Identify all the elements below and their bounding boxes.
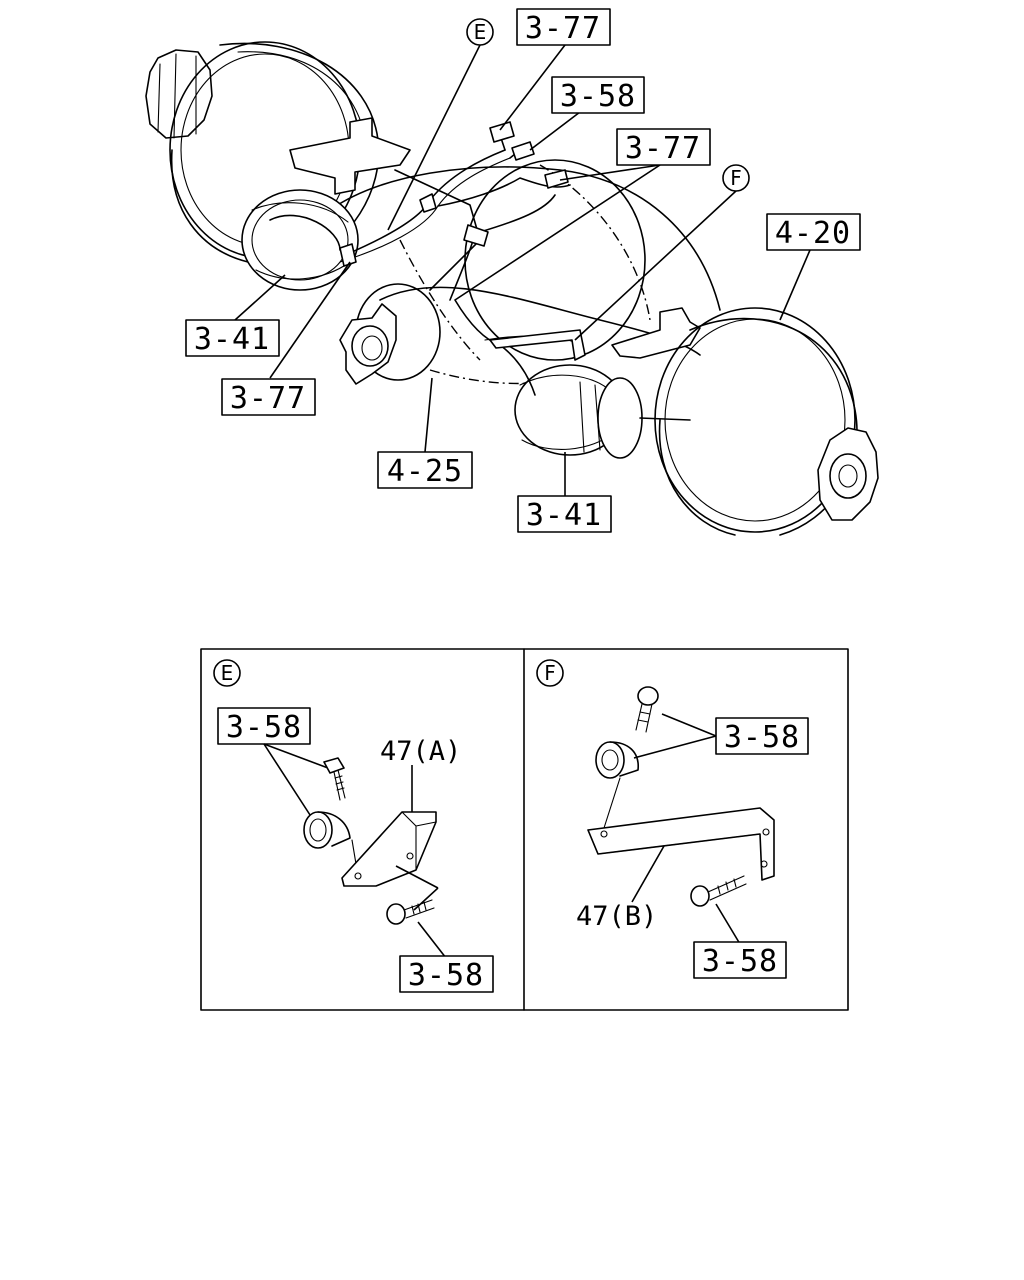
svg-text:3-58: 3-58 (226, 710, 302, 745)
right-wheel-hub (654, 307, 879, 536)
pinion-flange (339, 283, 441, 385)
callout-4-20: 4-20 (766, 213, 861, 251)
detail-e-clip (303, 811, 351, 849)
svg-text:3-77: 3-77 (625, 131, 701, 166)
detail-f-bolt-bottom (690, 875, 747, 907)
right-spring-pad (611, 307, 701, 359)
svg-text:E: E (474, 20, 487, 44)
svg-text:3-41: 3-41 (194, 322, 270, 357)
detail-e-callout-3-58-bottom: 3-58 (399, 955, 494, 993)
detail-f-bolt-top (635, 686, 659, 733)
main-leader-lines (234, 44, 811, 496)
svg-text:F: F (544, 661, 556, 685)
detail-f: F 3-58 47(B) (536, 659, 809, 979)
axle-assembly (145, 41, 879, 536)
left-spring-pad (289, 117, 411, 195)
callout-3-58-top: 3-58 (551, 76, 645, 114)
bracket-47a (341, 811, 437, 887)
svg-text:3-41: 3-41 (526, 498, 602, 533)
svg-text:3-58: 3-58 (702, 944, 778, 979)
detail-f-clip (595, 741, 639, 779)
bracket-47a-label: 47(A) (380, 736, 461, 767)
svg-text:3-77: 3-77 (230, 381, 306, 416)
detail-f-callout-3-58-bottom: 3-58 (693, 941, 787, 979)
axle-housing (329, 159, 721, 385)
marker-f-detail: F (536, 659, 564, 687)
svg-text:3-58: 3-58 (560, 79, 636, 114)
detail-e-bolt-bottom (386, 899, 435, 925)
wiring-harness (339, 121, 581, 396)
detail-e-callout-3-58-top: 3-58 (217, 707, 311, 745)
bracket-47b-label: 47(B) (576, 901, 657, 932)
detail-e-bolt-top (323, 757, 346, 801)
detail-f-callout-3-58-top: 3-58 (715, 717, 809, 755)
detail-e: E 3-58 47(A) (213, 659, 494, 993)
marker-e-main: E (466, 18, 494, 46)
harness-bracket-f (489, 329, 586, 361)
svg-text:F: F (730, 166, 742, 190)
svg-text:4-20: 4-20 (775, 216, 851, 251)
svg-text:E: E (221, 661, 234, 685)
callout-4-25: 4-25 (377, 451, 473, 489)
left-brake-chamber (241, 189, 359, 291)
svg-text:3-58: 3-58 (724, 720, 800, 755)
marker-f-main: F (722, 164, 750, 192)
callout-3-77-right: 3-77 (616, 128, 711, 166)
svg-text:3-77: 3-77 (525, 11, 601, 46)
callout-3-41-left: 3-41 (185, 319, 280, 357)
svg-text:4-25: 4-25 (387, 454, 463, 489)
right-brake-chamber (514, 364, 691, 459)
svg-text:3-58: 3-58 (408, 958, 484, 993)
callout-3-77-left: 3-77 (221, 378, 316, 416)
callout-3-41-bottom: 3-41 (517, 495, 612, 533)
callout-3-77-top: 3-77 (516, 8, 611, 46)
marker-e-detail: E (213, 659, 241, 687)
